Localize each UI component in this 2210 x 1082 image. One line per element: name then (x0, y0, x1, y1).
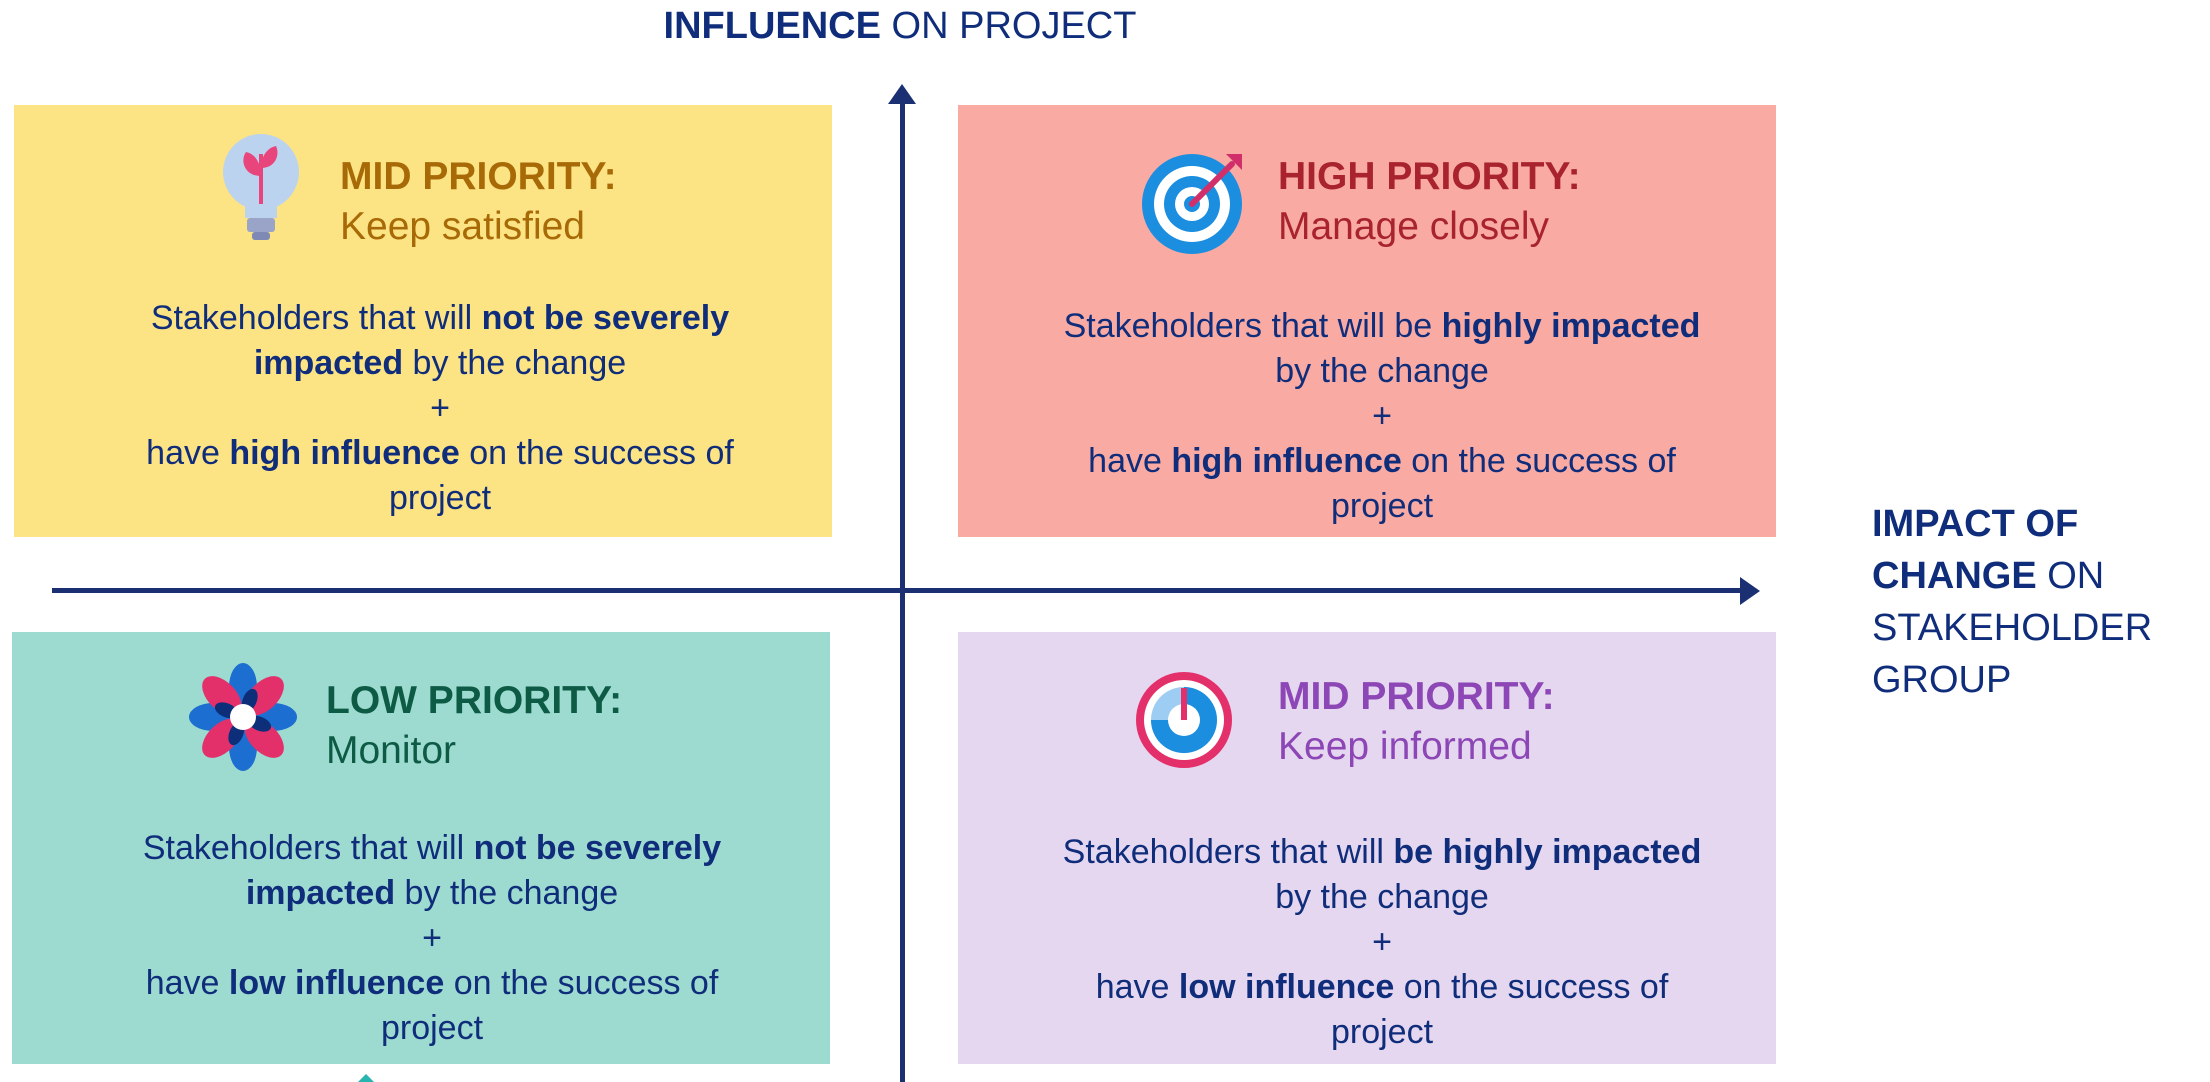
y-axis-title: INFLUENCE ON PROJECT (0, 0, 1800, 52)
flower-icon (189, 663, 297, 771)
plus-sign: + (1372, 397, 1392, 435)
heading-top-left: MID PRIORITY: Keep satisfied (340, 152, 617, 252)
desc-text: Stakeholders that will (142, 829, 474, 867)
desc-text: on the success of project (380, 964, 719, 1047)
priority-label: MID PRIORITY: (340, 155, 617, 198)
desc-emphasis: not be severely impacted (253, 299, 730, 382)
desc-text: have (1088, 442, 1172, 480)
desc-text: by the change (1275, 878, 1489, 916)
desc-text: Stakeholders that will be (1063, 307, 1442, 345)
priority-label: HIGH PRIORITY: (1278, 155, 1581, 198)
target-icon (1142, 154, 1242, 254)
desc-text: by the change (403, 344, 627, 382)
y-axis-title-strong: INFLUENCE (663, 5, 881, 47)
priority-action: Manage closely (1278, 205, 1549, 248)
decorative-partial-icon (358, 1074, 374, 1082)
x-axis-title: IMPACT OF CHANGE ON STAKEHOLDER GROUP (1872, 498, 2202, 706)
desc-emphasis: high influence (1171, 442, 1402, 480)
desc-emphasis: not be severely impacted (245, 829, 722, 912)
priority-label: LOW PRIORITY: (326, 679, 623, 722)
desc-text: on the success of project (388, 434, 734, 517)
desc-emphasis: high influence (229, 434, 460, 472)
description-bottom-right: Stakeholders that will be highly impacte… (1062, 830, 1702, 1055)
desc-text: have (146, 434, 230, 472)
horizontal-axis (52, 588, 1742, 593)
desc-text: on the success of project (1330, 442, 1676, 525)
gauge-icon (1136, 672, 1232, 768)
plus-sign: + (1372, 923, 1392, 961)
desc-emphasis: low influence (228, 964, 445, 1002)
heading-bottom-right: MID PRIORITY: Keep informed (1278, 672, 1555, 772)
priority-label: MID PRIORITY: (1278, 675, 1555, 718)
plus-sign: + (430, 389, 450, 427)
description-bottom-left: Stakeholders that will not be severely i… (112, 826, 752, 1051)
desc-text: have (145, 964, 229, 1002)
desc-emphasis: be highly impacted (1393, 833, 1702, 871)
description-top-right: Stakeholders that will be highly impacte… (1062, 304, 1702, 529)
heading-top-right: HIGH PRIORITY: Manage closely (1278, 152, 1581, 252)
heading-bottom-left: LOW PRIORITY: Monitor (326, 676, 622, 776)
desc-text: on the success of project (1330, 968, 1669, 1051)
priority-action: Monitor (326, 729, 457, 772)
description-top-left: Stakeholders that will not be severely i… (120, 296, 760, 521)
x-axis-title-strong: IMPACT OF CHANGE (1872, 503, 2079, 597)
desc-text: by the change (1275, 352, 1489, 390)
quadrant-mid-priority-keep-satisfied (14, 105, 832, 537)
lightbulb-plant-icon (223, 134, 299, 240)
vertical-axis-arrowhead (888, 84, 916, 104)
plus-sign: + (422, 919, 442, 957)
quadrant-mid-priority-keep-informed (958, 632, 1776, 1064)
y-axis-title-rest: ON PROJECT (880, 5, 1137, 47)
desc-text: by the change (395, 874, 619, 912)
quadrant-high-priority-manage-closely (958, 105, 1776, 537)
desc-text: Stakeholders that will (1062, 833, 1394, 871)
desc-text: have (1095, 968, 1179, 1006)
priority-action: Keep satisfied (340, 205, 585, 248)
desc-emphasis: low influence (1178, 968, 1395, 1006)
desc-text: Stakeholders that will (150, 299, 482, 337)
horizontal-axis-arrowhead (1740, 577, 1760, 605)
desc-emphasis: highly impacted (1441, 307, 1701, 345)
quadrant-low-priority-monitor (12, 632, 830, 1064)
priority-action: Keep informed (1278, 725, 1532, 768)
x-axis-title-rest: ON STAKEHOLDER GROUP (1872, 555, 2153, 701)
